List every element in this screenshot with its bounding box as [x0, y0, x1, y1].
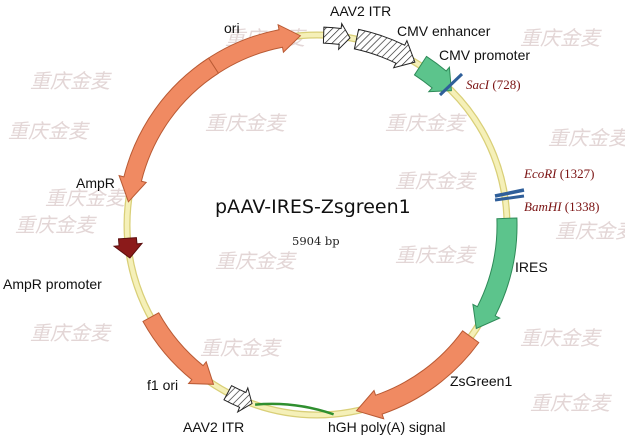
f1-ori-label: f1 ori [147, 377, 178, 393]
ecori-name: EcoRI [523, 166, 557, 181]
ampr-arrow [118, 57, 220, 203]
watermark: 重庆金麦 [520, 26, 602, 50]
restriction-sites [438, 72, 525, 202]
watermark: 重庆金麦 [555, 219, 625, 243]
ori-arrow [196, 23, 302, 82]
ecori-position: (1327) [560, 166, 595, 181]
sac1-site-tick [438, 72, 464, 97]
watermark: 重庆金麦 [385, 111, 467, 135]
watermark: 重庆金麦 [530, 391, 612, 415]
watermark: 重庆金麦 [30, 321, 112, 345]
ampr-label: AmpR [76, 175, 115, 191]
bamhi-position: (1338) [565, 199, 600, 214]
plasmid-size: 5904 bp [292, 234, 340, 248]
watermark: 重庆金麦 [8, 119, 90, 143]
watermark-layer: 重庆金麦 重庆金麦 重庆金麦 重庆金麦 重庆金麦 重庆金麦 重庆金麦 重庆金麦 … [8, 26, 625, 415]
site-labels: SacI (728) EcoRI (1327) BamHI (1338) [466, 77, 599, 214]
ampr-promoter-label: AmpR promoter [3, 276, 102, 292]
watermark: 重庆金麦 [200, 336, 282, 360]
sac1-position: (728) [492, 77, 520, 92]
cmv-promoter-arrow [413, 55, 452, 93]
itr-bottom-label: AAV2 ITR [183, 419, 244, 435]
zsgreen-label: ZsGreen1 [450, 373, 512, 389]
bamhi-label: BamHI (1338) [524, 199, 599, 214]
hgh-polya-line [254, 402, 335, 416]
sac1-label: SacI (728) [466, 77, 521, 92]
cmv-promoter-label: CMV promoter [439, 47, 530, 63]
watermark: 重庆金麦 [395, 169, 477, 193]
feature-labels: ori AAV2 ITR CMV enhancer CMV promoter I… [3, 3, 548, 435]
watermark: 重庆金麦 [520, 326, 602, 350]
ecori-label: EcoRI (1327) [523, 166, 594, 181]
watermark: 重庆金麦 [395, 243, 477, 267]
watermark: 重庆金麦 [15, 213, 97, 237]
itr-top-box [322, 21, 351, 51]
f1-ori-arrow [142, 312, 215, 385]
ecori-site-tick [494, 188, 525, 198]
ires-label: IRES [515, 259, 548, 275]
bamhi-site-tick [494, 194, 525, 202]
plasmid-name: pAAV-IRES-Zsgreen1 [215, 196, 411, 218]
sac1-name: SacI [466, 77, 490, 92]
itr-bottom-box [223, 385, 253, 414]
feature-arcs [112, 21, 518, 420]
bamhi-name: BamHI [524, 199, 562, 214]
watermark: 重庆金麦 [30, 69, 112, 93]
watermark: 重庆金麦 [205, 111, 287, 135]
ires-arrow [472, 217, 518, 330]
cmv-enhancer-arrow [353, 28, 416, 69]
ampr-promoter-arrow [112, 237, 144, 259]
ori-label: ori [224, 20, 240, 36]
cmv-enhancer-label: CMV enhancer [397, 23, 491, 39]
zsgreen-arrow [355, 330, 480, 420]
itr-top-label: AAV2 ITR [330, 3, 391, 19]
watermark: 重庆金麦 [45, 186, 127, 210]
watermark: 重庆金麦 [548, 126, 625, 150]
watermark: 重庆金麦 [215, 249, 297, 273]
hgh-polya-label: hGH poly(A) signal [328, 419, 446, 435]
